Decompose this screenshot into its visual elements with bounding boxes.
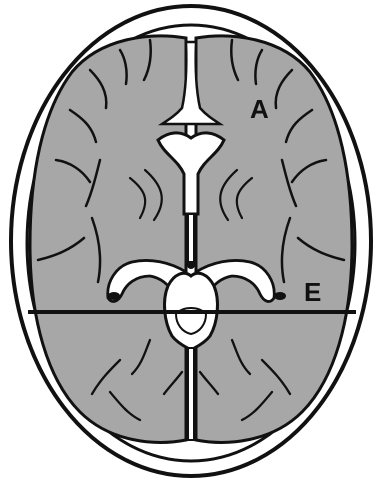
left-choroid-plexus <box>108 292 120 300</box>
right-choroid-plexus <box>274 292 286 300</box>
pineal-dot <box>187 261 195 269</box>
third-ventricle <box>188 214 194 262</box>
label-e: E <box>304 277 321 307</box>
label-a: A <box>250 94 269 124</box>
posterior-interhemispheric-fissure <box>188 348 194 440</box>
